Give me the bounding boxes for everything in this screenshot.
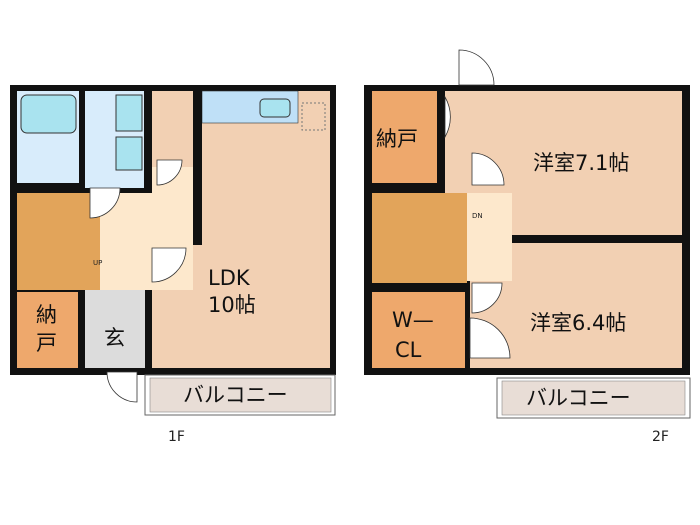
hall-2f <box>467 193 512 281</box>
balcony-2f-floor <box>501 380 686 416</box>
stairs-down-marker: DN <box>472 212 483 220</box>
balcony-1f-label: バルコニー <box>183 383 288 407</box>
storage-1f <box>17 292 78 368</box>
room-7-1-label: 洋室7.1帖 <box>533 151 629 175</box>
door-icon <box>471 152 505 186</box>
bathtub-icon <box>20 94 77 134</box>
hall-lower <box>100 230 145 290</box>
door-icon <box>444 95 451 139</box>
floor-2: 洋室7.1帖 洋室6.4帖 納戸 DN W— CL バルコニー 2F <box>364 49 691 445</box>
exterior-door-icon <box>458 49 495 86</box>
stairs-up-marker: UP <box>93 259 102 267</box>
floor-2-label: 2F <box>652 429 669 445</box>
ldk-label-line2: 10帖 <box>208 293 256 317</box>
ldk-label-line1: LDK <box>208 266 251 290</box>
wall-ldk-top <box>193 91 202 245</box>
storage-1f-label-line2: 戸 <box>36 331 57 355</box>
entry-door-icon <box>106 371 138 403</box>
entrance-label: 玄 <box>104 326 125 350</box>
room-6-4-label: 洋室6.4帖 <box>530 311 626 335</box>
floor-1: UP 納 戸 玄 LDK 10帖 バルコニー 1F <box>10 85 336 445</box>
stove-icon <box>259 98 291 118</box>
door-icon <box>156 159 183 186</box>
fridge-space-icon <box>301 102 326 131</box>
sink-icon <box>115 136 143 171</box>
door-icon <box>89 187 121 219</box>
washing-machine-icon <box>115 94 143 132</box>
door-icon <box>151 247 187 283</box>
walkin-closet-label-line1: W— <box>392 308 434 332</box>
stairs-2f <box>372 193 467 283</box>
wall-ldk-left <box>145 245 152 368</box>
entrance <box>85 290 145 368</box>
door-icon <box>471 282 503 314</box>
stairs-1f <box>17 193 100 290</box>
walkin-closet <box>372 292 465 368</box>
balcony-2f-label: バルコニー <box>526 386 631 410</box>
balcony-1f-floor <box>149 377 332 413</box>
storage-2f-label: 納戸 <box>376 127 418 151</box>
storage-2f <box>372 91 437 183</box>
walkin-closet-label-line2: CL <box>395 338 422 362</box>
floor-1-label: 1F <box>168 429 185 445</box>
door-icon <box>469 317 511 359</box>
storage-1f-label-line1: 納 <box>36 303 57 327</box>
